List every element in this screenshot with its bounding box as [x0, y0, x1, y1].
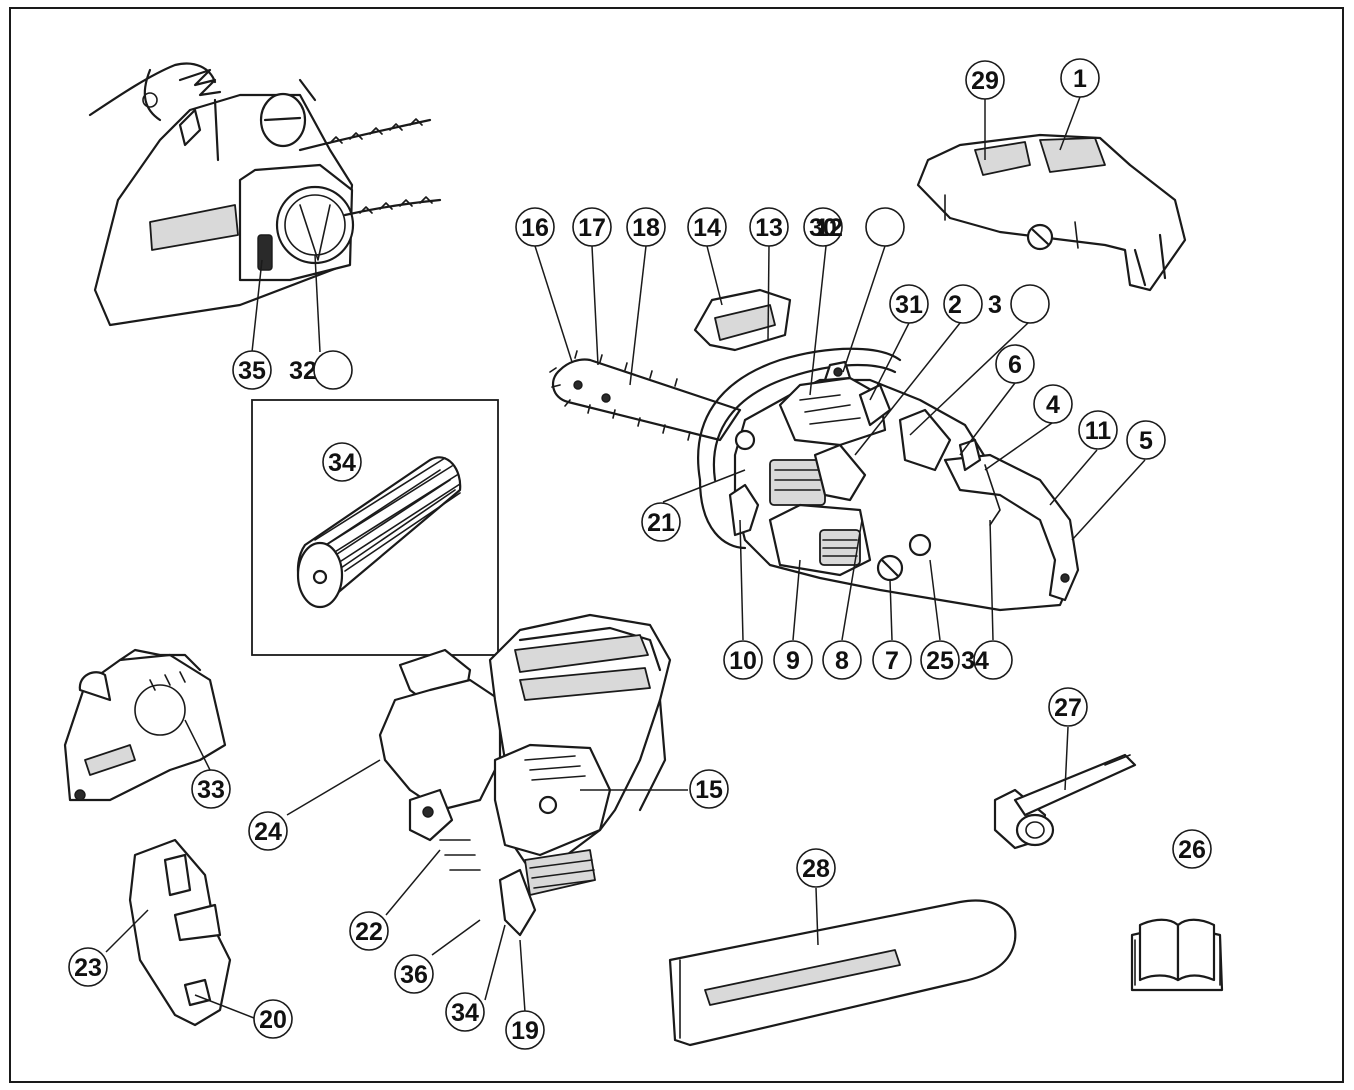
- callout: 8: [822, 640, 862, 680]
- callout-label: 21: [647, 509, 675, 537]
- callout: 22: [349, 911, 389, 951]
- callout: 1: [1060, 58, 1100, 98]
- callout-label: 19: [511, 1017, 539, 1045]
- callout: 12: [815, 214, 843, 242]
- callout: 20: [253, 999, 293, 1039]
- callout-label: 10: [729, 647, 757, 675]
- callout: 9: [773, 640, 813, 680]
- callout-label: 13: [755, 214, 783, 242]
- callout-label: 25: [926, 647, 954, 675]
- callout-label: 8: [835, 647, 849, 675]
- callout-label: 7: [885, 647, 899, 675]
- callout-label: 34: [451, 999, 479, 1027]
- callout-label: 2: [948, 291, 962, 319]
- callout: 11: [1078, 410, 1118, 450]
- callout-label: 30: [809, 214, 837, 242]
- callout-label: 3: [988, 291, 1002, 319]
- callout: 10: [723, 640, 763, 680]
- callout-label: 17: [578, 214, 606, 242]
- callout: 7: [872, 640, 912, 680]
- callout: [1010, 284, 1050, 324]
- callout: 28: [796, 848, 836, 888]
- callout: 15: [689, 769, 729, 809]
- callout: 30: [803, 207, 843, 247]
- callout-label: 29: [971, 67, 999, 95]
- callout: 34: [961, 640, 1013, 680]
- callout-label: 36: [400, 961, 428, 989]
- callout: 17: [572, 207, 612, 247]
- callout: 21: [641, 502, 681, 542]
- callout-label: 28: [802, 855, 830, 883]
- chain-brake-assembly-illustration: [63, 648, 227, 802]
- callout-label: 9: [786, 647, 800, 675]
- callout: [313, 350, 353, 390]
- callout: 6: [995, 344, 1035, 384]
- manual-book-illustration: [1130, 918, 1224, 992]
- callout: 13: [749, 207, 789, 247]
- callout: 32: [289, 357, 317, 385]
- callout: 29: [965, 60, 1005, 100]
- callout: 4: [1033, 384, 1073, 424]
- callout: 24: [248, 811, 288, 851]
- callout-label: 34: [961, 647, 989, 675]
- callout: 16: [515, 207, 555, 247]
- callout-label: 15: [695, 776, 723, 804]
- callout: 18: [626, 207, 666, 247]
- callout-label: 5: [1139, 427, 1153, 455]
- callout: 26: [1172, 829, 1212, 869]
- callout-label: 22: [355, 918, 383, 946]
- callout-label: 24: [254, 818, 282, 846]
- callout-label: 1: [1073, 65, 1087, 93]
- callout-label: 33: [197, 776, 225, 804]
- callout: 34: [445, 992, 485, 1032]
- scrench-tool-illustration: [993, 753, 1137, 850]
- callout-label: 12: [815, 214, 843, 242]
- callout: 3: [988, 291, 1002, 319]
- bar-cover-illustration: [668, 899, 1017, 1047]
- callout-label: 16: [521, 214, 549, 242]
- callout: 2: [943, 284, 983, 324]
- callout: [865, 207, 905, 247]
- callout-label: 26: [1178, 836, 1206, 864]
- callout-label: 20: [259, 1006, 287, 1034]
- callout-label: 27: [1054, 694, 1082, 722]
- callout: 33: [191, 769, 231, 809]
- spring-detail-inset: [251, 399, 499, 656]
- callout: 34: [322, 442, 362, 482]
- callout-label: 34: [328, 449, 356, 477]
- callout: 19: [505, 1010, 545, 1050]
- callout-label: 14: [693, 214, 721, 242]
- chain-brake-cover-illustration: [88, 62, 442, 327]
- callout-label: 32: [289, 357, 317, 385]
- callout-label: 31: [895, 291, 923, 319]
- callout: 14: [687, 207, 727, 247]
- callout: 35: [232, 350, 272, 390]
- sprocket-cover-illustration: [128, 838, 232, 1027]
- top-cover-illustration: [916, 133, 1187, 292]
- callout: 25: [920, 640, 960, 680]
- callout: 27: [1048, 687, 1088, 727]
- leader-lines: [105, 96, 1146, 1019]
- callout-label: 18: [632, 214, 660, 242]
- callout-label: 35: [238, 357, 266, 385]
- diagram-frame: [9, 7, 1344, 1083]
- callout-label: 4: [1046, 391, 1060, 419]
- callout: 36: [394, 954, 434, 994]
- callout: 5: [1126, 420, 1166, 460]
- callout-label: 23: [74, 954, 102, 982]
- callout-label: 11: [1085, 417, 1112, 445]
- callout-label: 6: [1008, 351, 1022, 379]
- callout: 23: [68, 947, 108, 987]
- chainsaw-rear-view-illustration: [378, 613, 672, 937]
- chainsaw-illustration: [549, 288, 1080, 612]
- callout: 31: [889, 284, 929, 324]
